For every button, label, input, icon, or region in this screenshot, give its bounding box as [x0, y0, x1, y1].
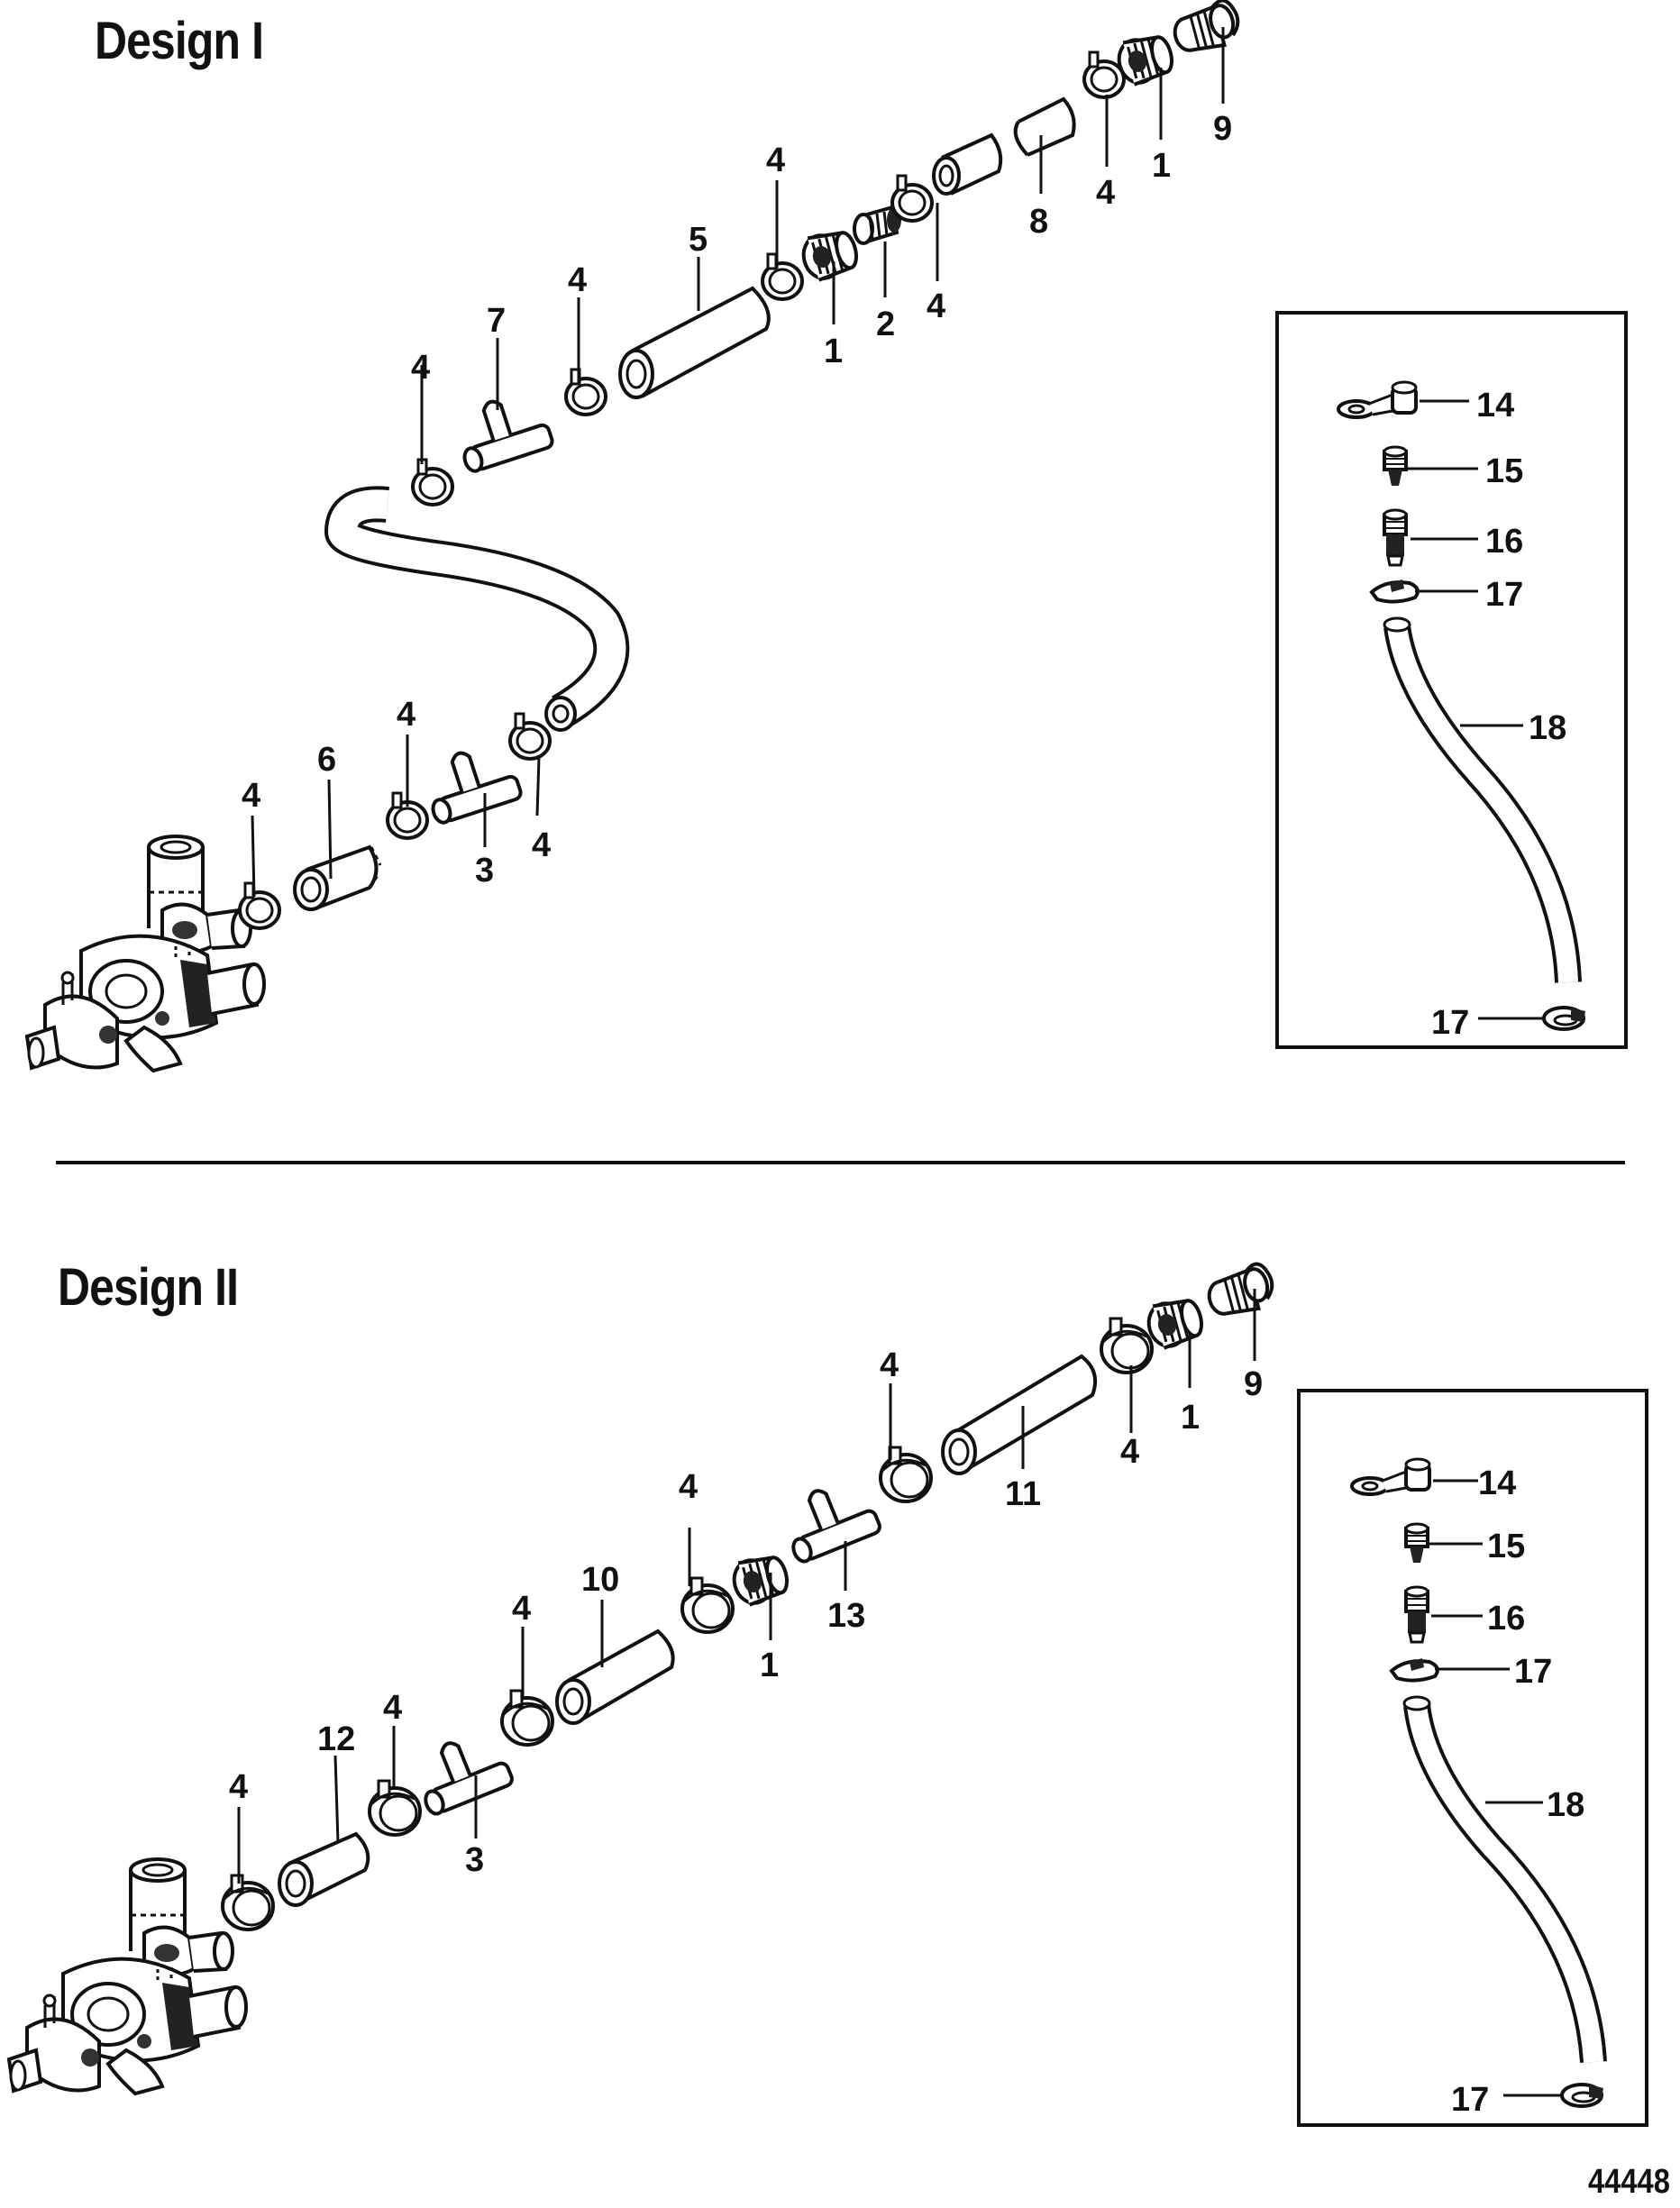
design-2-inset-callout-14: 14	[1478, 1464, 1516, 1502]
design-2-diagram: 4 12 4 3 4 10 4 1 13 4 11 4 1 9	[7, 1259, 1648, 2127]
design-2-callout-4b: 4	[383, 1689, 402, 1727]
design-2-inset-callout-17b: 17	[1451, 2081, 1489, 2119]
design-2-hose-12	[278, 1831, 370, 1907]
design-1-callout-1a: 1	[824, 333, 843, 370]
design-2-callout-4f: 4	[1120, 1433, 1139, 1471]
design-1-hose-5	[618, 286, 771, 399]
design-1-inset-callout-14: 14	[1476, 387, 1514, 424]
design-1-inset-leaders	[1406, 399, 1543, 1020]
design-2-connector-9	[1201, 1259, 1280, 1322]
design-1-fitting-1a	[797, 224, 863, 285]
design-1-hose-6	[293, 844, 382, 911]
design-1-inset-callout-17a: 17	[1485, 576, 1523, 614]
design-2-hose-11	[941, 1354, 1097, 1475]
design-1-hose-8	[932, 96, 1076, 196]
design-2-leader-lines	[237, 1289, 1256, 1884]
design-1-callout-4c: 4	[532, 826, 551, 864]
design-2-callout-1a: 1	[760, 1647, 779, 1684]
design-2-clamp-c	[500, 1689, 554, 1747]
design-1-callout-7: 7	[487, 302, 506, 340]
design-1-connector-9	[1167, 0, 1246, 59]
design-1-title: Design I	[95, 12, 264, 70]
design-2-clamp-a	[221, 1874, 275, 1931]
design-1-water-pump	[25, 835, 266, 1072]
design-1-callout-2: 2	[876, 306, 895, 343]
design-2-inset-adapter-16	[1404, 1585, 1429, 1644]
design-1-inset-clamp-17a	[1370, 578, 1420, 604]
design-2-inset-callout-15: 15	[1487, 1528, 1525, 1565]
design-2-callout-12: 12	[317, 1720, 355, 1758]
design-2-tee-3	[406, 1724, 516, 1819]
design-2-callout-4e: 4	[880, 1346, 899, 1384]
design-1-callout-1b: 1	[1152, 147, 1171, 185]
design-1-inset-plug-15	[1383, 445, 1408, 488]
design-2-callout-4d: 4	[679, 1468, 698, 1506]
design-2-callout-13: 13	[827, 1597, 865, 1635]
design-1-callout-4d: 4	[411, 349, 430, 387]
design-1-clamp-f	[761, 252, 804, 301]
design-1-callout-4b: 4	[397, 696, 415, 734]
design-2-callout-4c: 4	[512, 1590, 531, 1628]
design-1-curved-hose	[324, 486, 630, 732]
design-2-inset: 14 15 16 17 18 17	[1297, 1389, 1648, 2127]
design-1-clamp-c	[508, 712, 552, 761]
design-2-inset-clamp-17b	[1560, 2083, 1605, 2108]
design-1-diagram: 4 6 4 3 4 4 7 4 5 4 1 2 4 8 4 1 9	[25, 0, 1628, 1072]
design-1-callout-4f: 4	[766, 141, 785, 179]
design-1-clamp-e	[564, 368, 607, 416]
design-2-clamp-f	[1100, 1317, 1154, 1374]
design-2-fitting-1a	[727, 1549, 793, 1610]
design-1-inset-callout-18: 18	[1529, 709, 1566, 747]
design-1-callout-5: 5	[689, 221, 708, 259]
design-2-callout-10: 10	[581, 1561, 619, 1599]
design-2-inset-plug-15	[1404, 1522, 1429, 1565]
design-1-clamp-a	[238, 881, 281, 930]
design-1-callout-6: 6	[317, 741, 336, 779]
design-2-inset-cap-14	[1350, 1457, 1431, 1496]
design-1-inset-adapter-16	[1383, 508, 1408, 567]
design-2-water-pump	[7, 1857, 248, 2095]
design-1-inset-callout-15: 15	[1485, 452, 1523, 490]
design-1-tee-7	[448, 385, 556, 476]
design-2-tee-13	[774, 1472, 884, 1566]
design-2-inset-leaders	[1429, 1479, 1561, 2097]
design-1-inset-hose-18	[1383, 616, 1582, 983]
design-1-inset-callout-16: 16	[1485, 523, 1523, 561]
design-1-leader-lines	[251, 27, 1225, 898]
design-2-title: Design II	[58, 1258, 239, 1317]
design-1-inset-clamp-17b	[1542, 1006, 1587, 1031]
design-2-inset-hose-18	[1402, 1695, 1607, 2064]
design-2-clamp-e	[879, 1446, 933, 1503]
design-2-callout-4a: 4	[229, 1768, 248, 1806]
design-1-inset-callout-17b: 17	[1431, 1004, 1469, 1042]
design-1-callout-4h: 4	[1096, 174, 1115, 212]
design-2-inset-callout-17a: 17	[1514, 1653, 1552, 1691]
design-2-fitting-1b	[1142, 1292, 1208, 1353]
design-1-callout-4g: 4	[927, 287, 945, 325]
design-2-inset-callout-18: 18	[1547, 1786, 1584, 1824]
figure-number: 44448	[1588, 2163, 1670, 2201]
design-2-callout-3: 3	[465, 1841, 484, 1879]
design-1-callout-9: 9	[1213, 110, 1232, 148]
design-1-tee-3	[416, 736, 525, 827]
design-2-inset-callout-16: 16	[1487, 1600, 1525, 1638]
design-2-callout-9: 9	[1244, 1365, 1263, 1403]
design-1-callout-4e: 4	[568, 261, 587, 299]
design-1-callout-3: 3	[475, 852, 494, 890]
design-1-clamp-d	[411, 458, 454, 506]
design-1-callout-4a: 4	[242, 777, 260, 815]
design-2-callout-11: 11	[1005, 1475, 1041, 1513]
design-1-adapter-2	[853, 205, 901, 245]
design-1-inset-cap-14	[1337, 380, 1418, 419]
design-1-callout-8: 8	[1029, 203, 1048, 241]
design-2-hose-10	[555, 1629, 675, 1725]
design-1-inset: 14 15 16 17 18 17	[1275, 311, 1628, 1049]
design-1-clamp-g	[890, 174, 934, 223]
design-2-inset-clamp-17a	[1390, 1656, 1439, 1683]
design-2-callout-1b: 1	[1181, 1399, 1200, 1437]
